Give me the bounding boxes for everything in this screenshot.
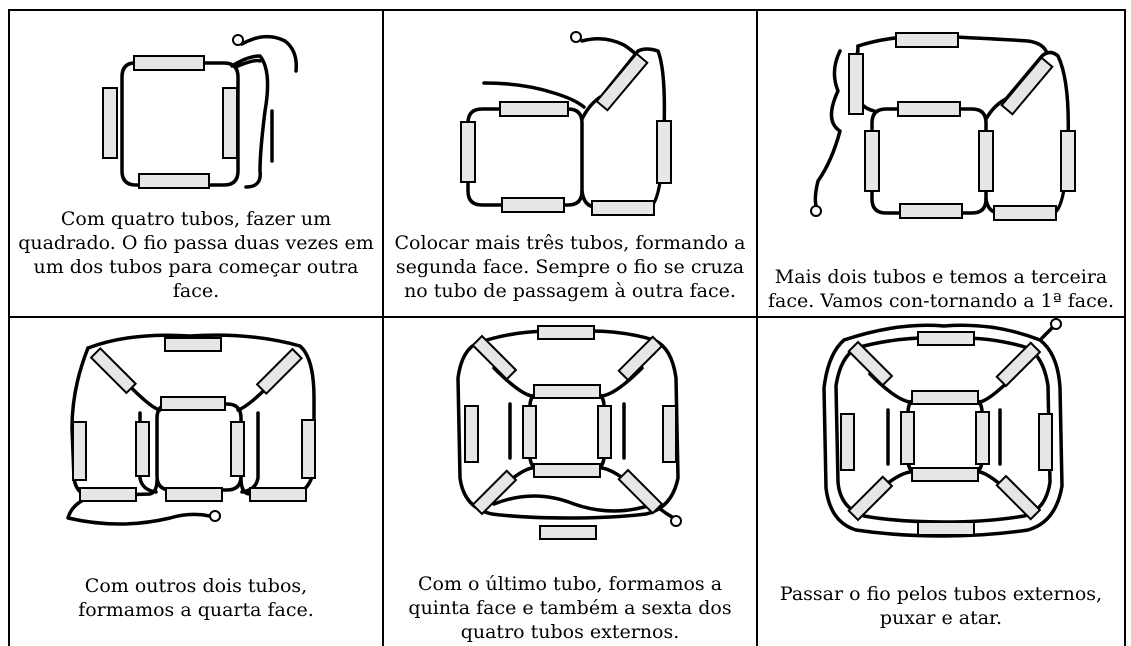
step-4-cell: Com outros dois tubos, formamos a quarta…: [10, 318, 382, 646]
tube: [135, 421, 150, 477]
tube: [1000, 56, 1054, 116]
tube: [591, 200, 655, 216]
grid-border-right: [1124, 9, 1126, 646]
tube: [79, 487, 137, 502]
tube: [662, 405, 677, 463]
caption-line: face.: [172, 280, 220, 302]
tube: [522, 405, 537, 459]
grid-border-top: [8, 9, 1126, 11]
caption-line: segunda face. Sempre o fio se cruza: [395, 256, 745, 278]
tube: [995, 341, 1042, 388]
tube: [460, 121, 476, 183]
tube: [501, 197, 565, 213]
tube: [255, 347, 304, 396]
step-3-caption: Mais dois tubos e temos a terceira face.…: [758, 265, 1124, 313]
tube: [840, 413, 855, 471]
tube: [1060, 130, 1076, 192]
tube: [222, 87, 238, 159]
tube: [533, 384, 601, 399]
tube: [89, 346, 138, 395]
step-6-cell: Passar o fio pelos tubos externos, puxar…: [758, 318, 1124, 646]
caption-line: Mais dois tubos e temos a terceira: [774, 266, 1108, 288]
caption-line: face. Vamos con-tornando a 1ª face.: [767, 290, 1115, 312]
grid-border-left: [8, 9, 10, 646]
tube: [301, 419, 316, 479]
caption-line: quinta face e também a sexta dos: [408, 597, 732, 619]
step-1-diagram: [102, 34, 299, 189]
caption-line: um dos tubos para começar outra: [33, 256, 359, 278]
tube: [864, 130, 880, 192]
tube: [899, 203, 963, 219]
tube: [533, 463, 601, 478]
caption-line: Com o último tubo, formamos a: [417, 573, 723, 595]
step-2-cell: Colocar mais três tubos, formando a segu…: [384, 11, 756, 316]
tube: [160, 396, 226, 411]
caption-line: Com outros dois tubos,: [84, 575, 308, 597]
tube: [230, 421, 245, 477]
step-6-caption: Passar o fio pelos tubos externos, puxar…: [758, 582, 1124, 630]
step-4-diagram: [66, 333, 316, 526]
grid-divider-2: [756, 9, 758, 646]
tube: [911, 390, 979, 405]
tube: [917, 521, 975, 536]
caption-line: quatro tubos externos.: [460, 621, 680, 643]
caption-line: puxar e atar.: [879, 607, 1003, 629]
caption-line: quadrado. O fio passa duas vezes em: [18, 232, 374, 254]
tube: [995, 474, 1042, 521]
tube: [897, 101, 961, 117]
tube: [138, 173, 210, 189]
tube: [464, 405, 479, 463]
tube: [848, 53, 864, 115]
caption-line: Passar o fio pelos tubos externos,: [779, 583, 1103, 605]
tube: [471, 334, 518, 381]
tube: [911, 467, 979, 482]
caption-line: Colocar mais três tubos, formando a: [394, 232, 746, 254]
tube: [537, 325, 595, 340]
tube: [617, 335, 664, 382]
caption-line: formamos a quarta face.: [78, 599, 314, 621]
caption-line: no tubo de passagem à outra face.: [404, 280, 736, 302]
tube: [249, 487, 307, 502]
tube: [133, 55, 205, 71]
step-4-caption: Com outros dois tubos, formamos a quarta…: [10, 574, 382, 622]
tube: [597, 405, 612, 459]
tube: [499, 101, 569, 117]
tube: [165, 487, 223, 502]
step-2-diagram: [460, 31, 672, 216]
tube: [656, 120, 672, 184]
tube: [595, 52, 649, 112]
tube: [993, 205, 1057, 221]
tube: [102, 87, 118, 159]
tube: [539, 525, 597, 540]
step-6-diagram: [822, 318, 1064, 538]
step-3-cell: Mais dois tubos e temos a terceira face.…: [758, 11, 1124, 316]
step-1-caption: Com quatro tubos, fazer um quadrado. O f…: [10, 207, 382, 303]
tube: [847, 475, 894, 522]
tube: [72, 421, 87, 481]
step-5-diagram: [456, 325, 682, 540]
tube: [471, 469, 518, 516]
step-2-caption: Colocar mais três tubos, formando a segu…: [384, 231, 756, 303]
step-1-cell: Com quatro tubos, fazer um quadrado. O f…: [10, 11, 382, 316]
tube: [900, 411, 915, 465]
tube: [895, 32, 959, 48]
tube: [164, 337, 222, 352]
step-5-caption: Com o último tubo, formamos a quinta fac…: [384, 572, 756, 644]
grid-divider-1: [382, 9, 384, 646]
tube: [975, 411, 990, 465]
tube: [617, 468, 664, 515]
tube: [1038, 413, 1053, 471]
step-3-diagram: [810, 32, 1076, 221]
caption-line: Com quatro tubos, fazer um: [60, 208, 332, 230]
tube: [917, 331, 975, 346]
tube: [978, 130, 994, 192]
grid-border-middle: [8, 316, 1126, 318]
step-5-cell: Com o último tubo, formamos a quinta fac…: [384, 318, 756, 646]
tube: [847, 340, 894, 387]
